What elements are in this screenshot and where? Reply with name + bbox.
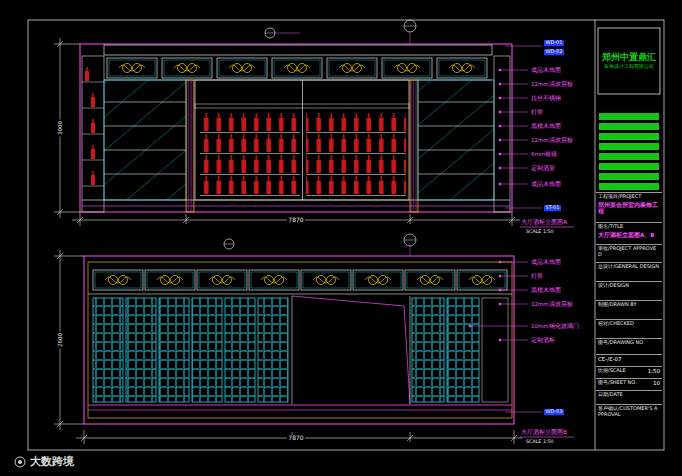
- title-block-cell: 图号/SHEET NO. 10: [596, 378, 662, 390]
- cell-value: 装饰设计工程有限公司: [604, 64, 654, 70]
- dimension: 7870: [287, 435, 305, 442]
- cell-heading: 制图/DRAWN BY: [598, 302, 660, 308]
- cell-value: 10: [653, 380, 660, 386]
- callout-note: 成品木饰面: [531, 67, 561, 73]
- cell-value: 大厅酒柜立面图A、B: [598, 232, 660, 238]
- title-block-cell: 总设计/GENERAL DESIGN: [596, 262, 662, 281]
- callout-note: 灯带: [531, 109, 543, 115]
- cell-heading: 工程项目/PROJECT: [598, 194, 660, 200]
- watermark: 大数跨境: [30, 456, 74, 468]
- cell-heading: 图名/TITLE: [598, 224, 660, 230]
- cell-heading: 客户确认/CUSTOMER'S APPROVAL: [598, 406, 660, 418]
- cell-heading: 图号/DRAWING NO: [598, 340, 660, 346]
- cell-value: 郑州某会所室内装饰工程: [598, 202, 660, 215]
- title-block-cell: 校对/CHECKED: [596, 319, 662, 338]
- title-block-cell: 图名/TITLE 大厅酒柜立面图A、B: [596, 222, 662, 244]
- callout-note: 定制酒柜: [531, 337, 555, 343]
- view-title: 大厅酒柜立面图A: [521, 219, 567, 226]
- view-title: 大厅酒柜立面图B: [521, 429, 567, 436]
- dimension: 2600: [57, 332, 63, 349]
- company-logo: 郑州中置鼎汇装饰设计工程有限公司: [599, 30, 659, 92]
- title-block-cell: 制图/DRAWN BY: [596, 300, 662, 319]
- cell-heading: CE-/E-07: [598, 356, 660, 362]
- cell-heading: 设计/DESIGN: [598, 283, 660, 289]
- cell-heading: 比例/SCALE: [598, 368, 626, 374]
- material-code: WD-01: [544, 40, 564, 46]
- material-code: ST-01: [544, 205, 561, 211]
- callout-note: 灯带: [531, 273, 543, 279]
- title-block-cell: 图号/DRAWING NO: [596, 338, 662, 354]
- callout-note: 拉丝不锈钢: [531, 95, 561, 101]
- view-scale: SCALE 1:50: [526, 229, 554, 234]
- cell-heading: 校对/CHECKED: [598, 321, 660, 327]
- callout-note: 成品木饰面: [531, 181, 561, 187]
- cell-heading: 审批/PROJECT APPROVED: [598, 246, 660, 258]
- cell-heading: 总设计/GENERAL DESIGN: [598, 264, 660, 270]
- callout-note: 定制酒架: [531, 165, 555, 171]
- title-block-cell: 日期/DATE: [596, 390, 662, 404]
- title-block-cell: CE-/E-07: [596, 354, 662, 366]
- cell-heading: 郑州中置鼎汇: [602, 52, 656, 62]
- cell-value: 1:50: [648, 368, 660, 374]
- material-code: WD-02: [544, 49, 564, 55]
- callout-note: 黑檀木饰面: [531, 123, 561, 129]
- dimension: 7870: [287, 217, 305, 224]
- cell-heading: 日期/DATE: [598, 392, 660, 398]
- callout-note: 12mm清玻层板: [531, 301, 573, 307]
- title-block-cell: 审批/PROJECT APPROVED: [596, 244, 662, 262]
- cell-heading: 图号/SHEET NO.: [598, 380, 637, 386]
- view-scale: SCALE 1:50: [526, 439, 554, 444]
- callout-note: 10mm钢化玻璃门: [531, 323, 579, 329]
- callout-note: 12mm清玻层板: [531, 137, 573, 143]
- callout-note: 黑檀木饰面: [531, 287, 561, 293]
- callout-note: 6mm银镜: [531, 151, 557, 157]
- title-block-cell: 工程项目/PROJECT 郑州某会所室内装饰工程: [596, 192, 662, 222]
- title-block-cell: 设计/DESIGN: [596, 281, 662, 300]
- callout-note: 12mm清玻层板: [531, 81, 573, 87]
- title-block-cell: 比例/SCALE 1:50: [596, 366, 662, 378]
- callout-note: 成品木饰面: [531, 259, 561, 265]
- title-block-cell: 客户确认/CUSTOMER'S APPROVAL: [596, 404, 662, 422]
- material-code: WD-03: [544, 409, 564, 415]
- dimension: 3000: [57, 120, 63, 137]
